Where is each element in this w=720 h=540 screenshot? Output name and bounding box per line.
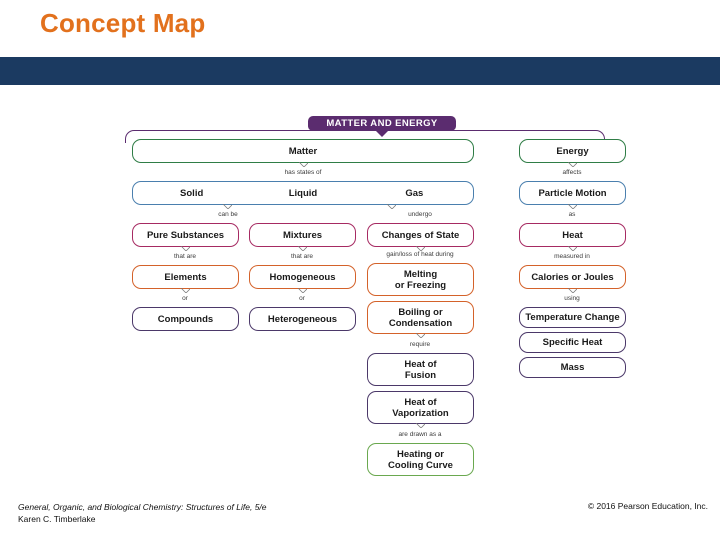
concept-node-energy: Energy (519, 139, 626, 163)
concept-node-compounds-label: Compounds (157, 313, 214, 325)
concept-node-states: Solid Liquid Gas (132, 181, 474, 205)
connector-label-are-drawn-as-a: are drawn as a (398, 431, 442, 438)
concept-node-boiling-or-condensation-label: Condensation (388, 317, 453, 329)
concept-node-states-segment: Solid (180, 187, 204, 199)
concept-node-states-segment: Gas (405, 187, 424, 199)
connector-notch-elements (181, 288, 190, 293)
citation-author: Karen C. Timberlake (18, 514, 96, 524)
concept-node-elements: Elements (132, 265, 239, 289)
concept-node-pure-substances: Pure Substances (132, 223, 239, 247)
connector-label-as: as (568, 211, 576, 218)
concept-node-specific-heat: Specific Heat (519, 332, 626, 353)
concept-node-mass: Mass (519, 357, 626, 378)
concept-node-heat-of-fusion-label: Heat of (404, 358, 437, 370)
concept-node-homogeneous: Homogeneous (249, 265, 356, 289)
concept-node-heat-of-vaporization-label: Vaporization (392, 407, 449, 419)
concept-node-heating-or-cooling-curve-label: Heating or (397, 448, 444, 460)
connector-label-undergo: undergo (408, 211, 432, 218)
top-bracket-connector (125, 130, 605, 143)
connector-notch-boiling-or-condensation (416, 333, 425, 338)
connector-label-affects: affects (562, 169, 582, 176)
connector-label-that-are-pure: that are (173, 253, 197, 260)
connector-label-gain-loss-of-heat-during: gain/loss of heat during (386, 251, 454, 258)
connector-notch-energy (568, 162, 577, 167)
concept-node-energy-label: Energy (556, 145, 589, 157)
connector-notch-heat-of-vaporization (416, 423, 425, 428)
concept-node-heterogeneous: Heterogeneous (249, 307, 356, 331)
concept-map-banner: MATTER AND ENERGY (308, 116, 456, 131)
page-title: Concept Map (40, 8, 206, 38)
connector-notch-states (387, 204, 396, 209)
connector-notch-mixtures (298, 246, 307, 251)
concept-node-particle-motion: Particle Motion (519, 181, 626, 205)
concept-node-particle-motion-label: Particle Motion (538, 187, 607, 199)
concept-node-melting-or-freezing-label: or Freezing (394, 279, 447, 291)
concept-node-matter: Matter (132, 139, 474, 163)
concept-node-compounds: Compounds (132, 307, 239, 331)
concept-node-melting-or-freezing-label: Melting (403, 268, 438, 280)
connector-label-or-elements: or (182, 295, 188, 302)
concept-node-mixtures: Mixtures (249, 223, 356, 247)
concept-node-homogeneous-label: Homogeneous (269, 271, 336, 283)
concept-node-heat-of-fusion-label: Fusion (404, 369, 437, 381)
connector-notch-states (223, 204, 232, 209)
concept-node-heterogeneous-label: Heterogeneous (267, 313, 338, 325)
copyright-notice: © 2016 Pearson Education, Inc. (587, 501, 708, 511)
connector-label-or-homogeneous: or (299, 295, 305, 302)
concept-node-specific-heat-label: Specific Heat (542, 337, 603, 348)
connector-notch-matter (299, 162, 308, 167)
connector-label-has-states-of: has states of (284, 169, 322, 176)
concept-node-heat-label: Heat (562, 229, 583, 241)
footer-citation: General, Organic, and Biological Chemist… (18, 501, 267, 525)
concept-node-boiling-or-condensation-label: Boiling or (398, 306, 443, 318)
concept-node-changes-of-state: Changes of State (367, 223, 474, 247)
connector-notch-homogeneous (298, 288, 307, 293)
connector-label-that-are-mixtures: that are (290, 253, 314, 260)
concept-node-elements-label: Elements (164, 271, 207, 283)
connector-label-measured-in: measured in (554, 253, 590, 260)
concept-node-temperature-change-label: Temperature Change (525, 312, 620, 323)
connector-label-can-be: can be (218, 211, 238, 218)
connector-notch-pure-substances (181, 246, 190, 251)
connector-notch-heat (568, 246, 577, 251)
concept-node-heat: Heat (519, 223, 626, 247)
header-band (0, 57, 720, 85)
concept-node-heating-or-cooling-curve-label: Cooling Curve (388, 459, 453, 471)
concept-node-changes-of-state-label: Changes of State (381, 229, 460, 241)
concept-node-pure-substances-label: Pure Substances (146, 229, 225, 241)
concept-node-matter-label: Matter (288, 145, 318, 157)
concept-node-states-segment: Liquid (288, 187, 318, 199)
concept-node-temperature-change: Temperature Change (519, 307, 626, 328)
connector-notch-calories-or-joules (568, 288, 577, 293)
concept-node-heat-of-vaporization-label: Heat of (404, 396, 437, 408)
citation-title: General, Organic, and Biological Chemist… (18, 502, 267, 512)
concept-node-calories-or-joules: Calories or Joules (519, 265, 626, 289)
concept-node-calories-or-joules-label: Calories or Joules (531, 271, 614, 283)
concept-node-mass-label: Mass (560, 362, 585, 373)
connector-label-using: using (564, 295, 580, 302)
banner-tail-arrow (376, 131, 388, 137)
connector-notch-particle-motion (568, 204, 577, 209)
connector-label-require: require (409, 341, 431, 348)
concept-node-mixtures-label: Mixtures (282, 229, 323, 241)
